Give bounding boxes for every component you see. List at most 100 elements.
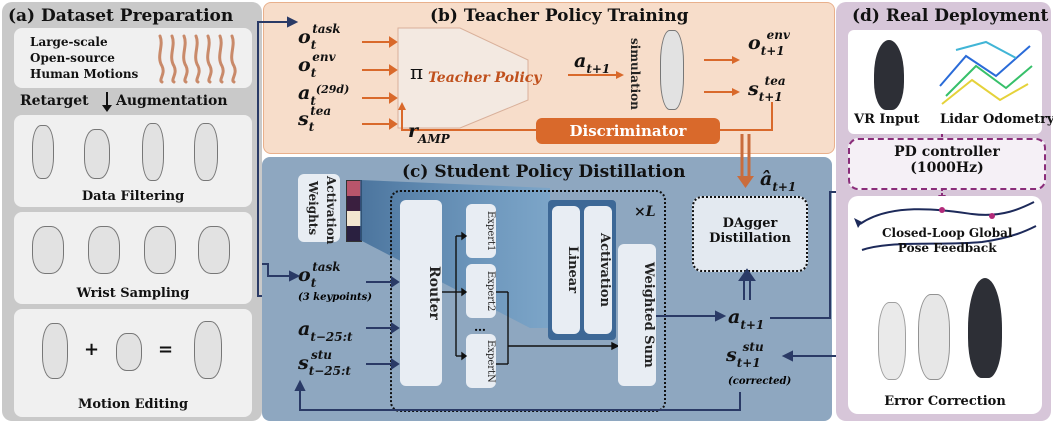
dagger-line-1: DAgger	[722, 216, 778, 231]
expert-n-box: ExpertN	[466, 334, 496, 388]
expert-1-label: Expert1	[485, 210, 496, 252]
times-l-label: ×L	[634, 204, 656, 220]
motion-editing-label: Motion Editing	[77, 397, 189, 412]
teacher-action-output: at+1	[574, 50, 610, 76]
source-line-3: Human Motions	[30, 67, 139, 81]
corrected-note: (corrected)	[728, 376, 792, 387]
math-sub: t+1	[772, 180, 797, 194]
student-input-state-history: st−25:tstu	[298, 348, 372, 378]
student-action-output: at+1	[728, 306, 764, 332]
vr-operator-figure	[874, 40, 904, 110]
math-sup: stu	[742, 340, 764, 354]
teacher-input-task: ot task	[298, 22, 345, 52]
math-sup: tea	[764, 74, 786, 88]
motion-trajectories-image	[158, 34, 237, 84]
math-base: a	[574, 50, 587, 72]
source-line-2: Open-source	[30, 51, 115, 65]
equals-symbol: =	[158, 339, 174, 360]
weighted-sum-label: Weighted Sum	[641, 262, 656, 368]
router-box: Router	[400, 200, 442, 386]
robot-figure	[142, 123, 164, 181]
math-sup: env	[766, 28, 790, 42]
robot-figure	[42, 323, 68, 379]
math-sup: stu	[310, 348, 333, 362]
linear-box: Linear	[552, 206, 580, 334]
motion-editing-card: + = Motion Editing	[14, 309, 252, 417]
math-base: s	[298, 352, 309, 374]
discriminator-box: Discriminator	[536, 118, 720, 144]
robot-figure	[84, 129, 110, 179]
robot-figure	[116, 333, 142, 371]
math-base: s	[298, 108, 309, 130]
weight-cell	[347, 211, 361, 226]
math-sub: t+1	[740, 318, 765, 332]
student-input-arrows	[366, 276, 400, 370]
linear-label: Linear	[565, 246, 580, 294]
activation-label: Activation	[597, 233, 612, 307]
teacher-action-hat: ât+1	[760, 168, 796, 194]
robot-figure	[194, 321, 222, 379]
plus-symbol: +	[84, 339, 100, 360]
activation-weights-label: Activation Weights	[306, 176, 338, 245]
expert-2-box: Expert2	[466, 264, 496, 318]
expert-n-label: ExpertN	[485, 339, 496, 383]
teacher-to-dagger-arrow	[737, 134, 754, 188]
panel-c-title: (c) Student Policy Distillation	[402, 162, 686, 182]
keypoints-note: (3 keypoints)	[298, 292, 372, 303]
robot-figure	[198, 226, 230, 274]
math-base: â	[760, 168, 773, 190]
panel-dataset-preparation: (a) Dataset Preparation Large-scale Open…	[2, 2, 262, 421]
activation-box: Activation	[584, 206, 612, 334]
closed-loop-line-2: Pose Feedback	[897, 241, 997, 255]
math-base: a	[728, 306, 741, 328]
math-base: o	[298, 26, 311, 48]
retarget-label: Retarget	[20, 93, 89, 109]
pd-line-2: (1000Hz)	[910, 160, 984, 176]
math-base: s	[726, 344, 737, 366]
sim-output-arrows	[704, 56, 740, 96]
math-sub: t+1	[586, 62, 611, 76]
panel-b-title: (b) Teacher Policy Training	[430, 6, 689, 26]
math-sup: (29d)	[315, 83, 350, 96]
robot-figure	[144, 226, 176, 274]
math-sub: AMP	[418, 132, 450, 146]
math-base: s	[748, 78, 759, 100]
math-sub: t+1	[758, 90, 783, 104]
source-text: Large-scale Open-source Human Motions	[30, 34, 138, 82]
dagger-distillation-box: DAgger Distillation	[692, 196, 808, 272]
math-sup: task	[312, 22, 341, 36]
action-arrow-icon	[568, 71, 624, 79]
r-amp-reward: rAMP	[408, 120, 450, 146]
router-expert-connectors	[442, 231, 620, 365]
pose-feedback-trajectory	[854, 201, 1037, 251]
output-tea-state: st+1 tea	[748, 74, 804, 104]
wrist-sampling-label: Wrist Sampling	[76, 286, 190, 301]
expert-1-box: Expert1	[466, 204, 496, 258]
robot-figure	[88, 226, 120, 274]
teacher-input-env: otenv	[298, 50, 340, 80]
math-sub: t−25:t	[310, 330, 353, 344]
vr-lidar-card: VR Input Lidar Odometry	[848, 30, 1053, 134]
sim-robot-figure	[660, 30, 684, 110]
teacher-policy-block	[362, 27, 529, 130]
math-base: a	[298, 82, 311, 104]
weight-cell	[347, 196, 361, 211]
operator-figure	[968, 278, 1002, 378]
pd-line-1: PD controller	[894, 144, 1000, 160]
math-sup: task	[312, 260, 341, 274]
math-sub: t	[310, 66, 317, 80]
math-sub: t	[310, 38, 317, 52]
math-sub: t	[310, 276, 317, 290]
panel-d-title: (d) Real Deployment	[852, 6, 1049, 26]
math-base: o	[298, 264, 311, 286]
teacher-policy-label: Teacher Policy	[428, 70, 542, 86]
data-filtering-label: Data Filtering	[81, 189, 185, 204]
closed-loop-label: Closed-Loop Global Pose Feedback	[882, 226, 1012, 256]
discriminator-loop-arrows	[398, 102, 773, 131]
math-base: o	[298, 54, 311, 76]
lidar-odometry-label: Lidar Odometry	[940, 112, 1053, 127]
weight-cell	[347, 181, 361, 196]
teacher-input-state: sttea	[298, 104, 335, 134]
weighted-sum-box: Weighted Sum	[618, 244, 656, 386]
math-sup: tea	[310, 104, 332, 118]
